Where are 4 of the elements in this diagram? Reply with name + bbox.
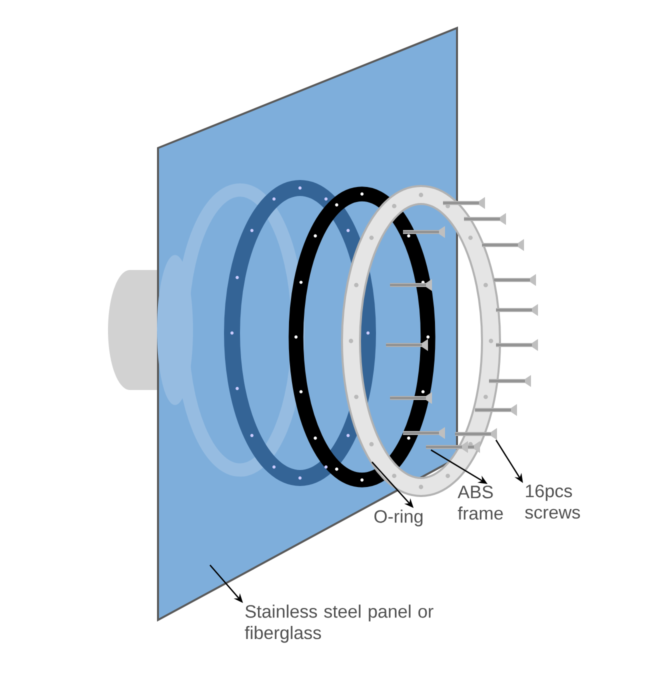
part-label: ABS frame [458, 486, 503, 520]
part-label: 16pcs screws [525, 484, 580, 519]
part-label: Stainless steel panel or fiberglass [244, 604, 434, 643]
part-label: O-ring [374, 510, 422, 526]
